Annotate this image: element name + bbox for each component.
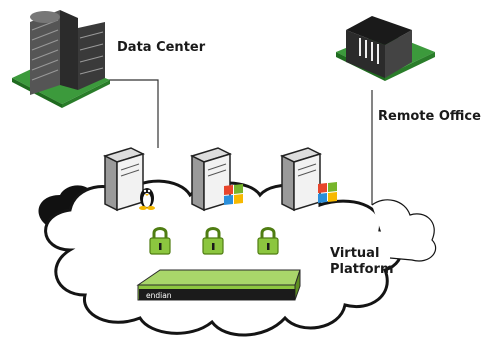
endian-appliance: endian xyxy=(136,269,301,301)
virtual-platform-line2: Platform xyxy=(330,262,394,278)
virtual-platform-label: Virtual Platform xyxy=(330,246,394,279)
server-linux xyxy=(102,147,155,212)
data-center-label: Data Center xyxy=(117,40,206,55)
line-datacenter-to-server xyxy=(95,79,159,148)
remote-office-building xyxy=(336,16,435,81)
ro-top xyxy=(346,16,412,45)
virtual-platform-line1: Virtual xyxy=(330,246,380,261)
padlock-icon xyxy=(257,227,279,255)
server-windows-2 xyxy=(279,147,337,212)
virtual-cloud xyxy=(38,179,437,337)
server-windows-1 xyxy=(189,147,243,212)
appliance-brand-label: endian xyxy=(146,291,172,300)
dc-tower-front xyxy=(30,10,60,95)
cloud-right-lobe xyxy=(371,199,437,262)
remote-office-label: Remote Office xyxy=(378,109,481,124)
linux-tux-icon xyxy=(139,188,155,210)
padlock-icon xyxy=(149,227,171,255)
data-center-building xyxy=(12,10,110,108)
padlock-icon xyxy=(202,227,224,255)
ro-side xyxy=(385,30,412,78)
dc-tower-side xyxy=(60,10,78,90)
windows-logo-icon xyxy=(318,182,337,203)
windows-logo-icon xyxy=(224,184,243,205)
